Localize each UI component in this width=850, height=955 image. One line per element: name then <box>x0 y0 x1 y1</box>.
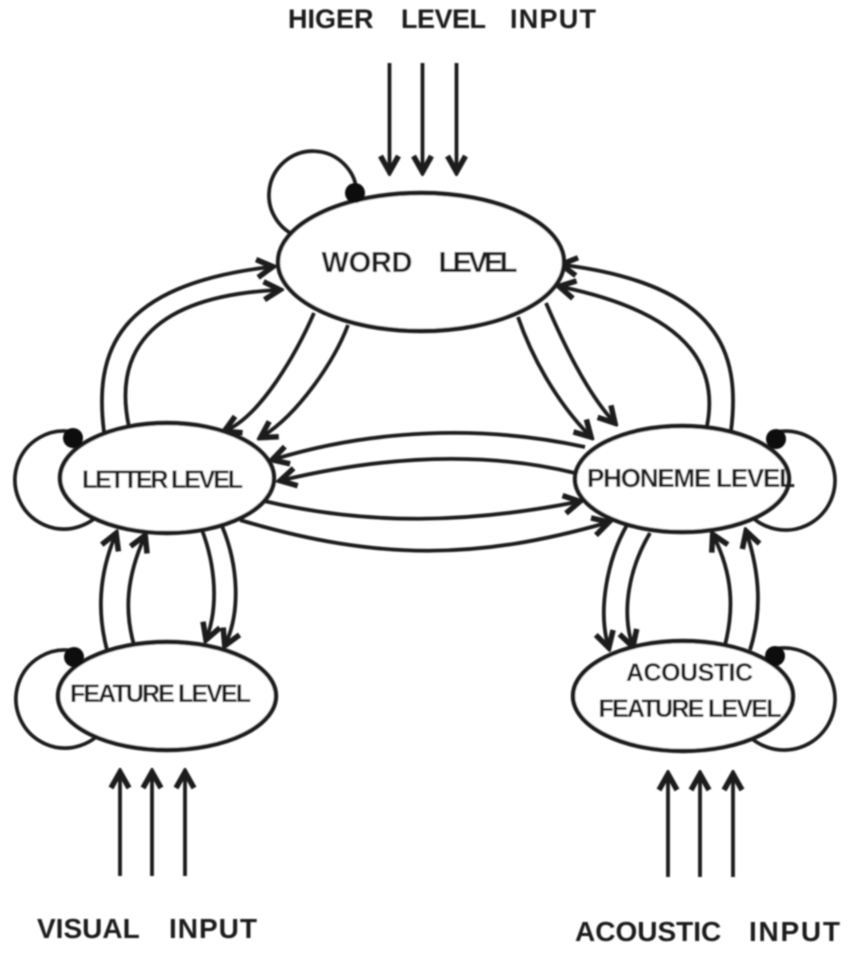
svg-text:PHONEME LEVEL: PHONEME LEVEL <box>587 463 795 493</box>
svg-text:LEVEL: LEVEL <box>439 247 518 279</box>
svg-text:FEATURE LEVEL: FEATURE LEVEL <box>599 695 782 723</box>
svg-text:ACOUSTIC: ACOUSTIC <box>575 916 721 947</box>
svg-text:INPUT: INPUT <box>169 913 257 944</box>
svg-text:INPUT: INPUT <box>749 916 840 947</box>
svg-text:LETTER LEVEL: LETTER LEVEL <box>82 466 243 494</box>
svg-text:INPUT: INPUT <box>510 4 597 34</box>
svg-text:HIGER: HIGER <box>288 4 374 34</box>
svg-text:WORD: WORD <box>322 247 413 279</box>
svg-text:FEATURE LEVEL: FEATURE LEVEL <box>70 680 251 708</box>
svg-text:VISUAL: VISUAL <box>37 913 140 944</box>
svg-text:LEVEL: LEVEL <box>401 4 486 34</box>
svg-text:ACOUSTIC: ACOUSTIC <box>626 659 753 687</box>
